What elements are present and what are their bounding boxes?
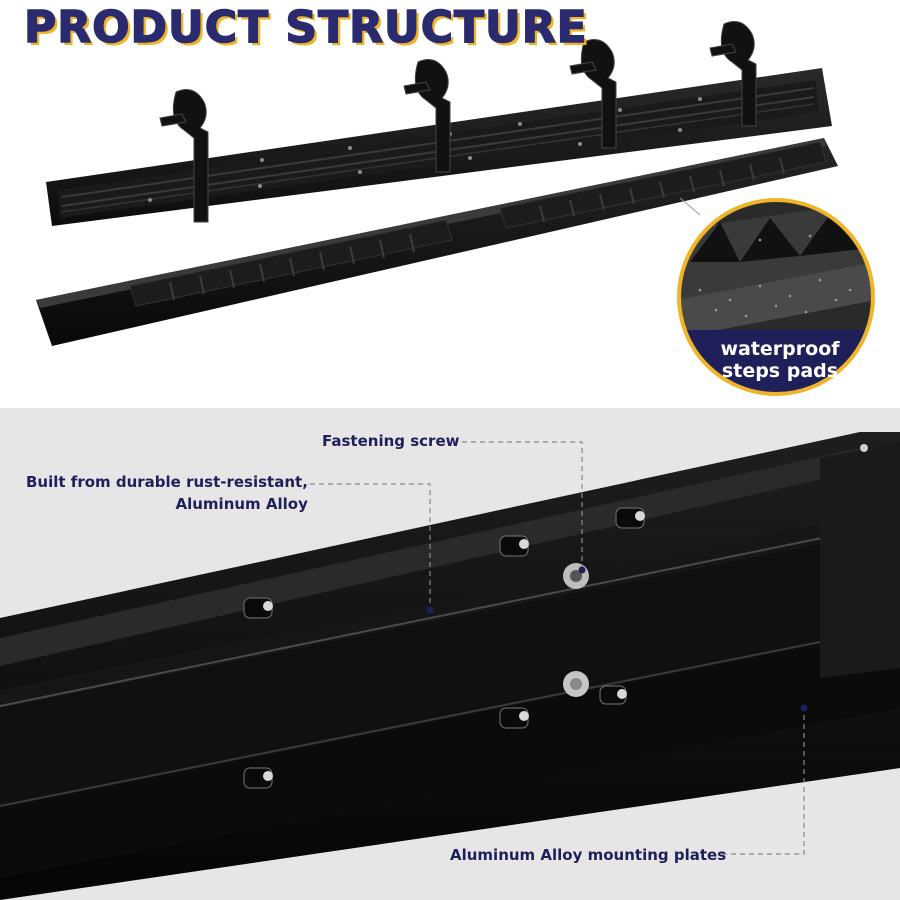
callout-material: Built from durable rust-resistant, Alumi… xyxy=(26,471,308,515)
front-running-board xyxy=(36,138,838,346)
page-title: PRODUCT STRUCTURE xyxy=(23,1,588,54)
callout-leader-lines xyxy=(310,441,805,855)
zoom-inset-label-line1: waterproof xyxy=(720,338,840,360)
callout-material-line1: Built from durable rust-resistant, xyxy=(26,473,308,491)
fastening-screws xyxy=(243,507,645,789)
mounting-brackets xyxy=(159,21,757,223)
waterproof-pads-zoom-inset xyxy=(677,197,875,396)
callout-mounting-plates: Aluminum Alloy mounting plates xyxy=(450,846,727,864)
product-overview-section: PRODUCT STRUCTURE waterproof steps pads xyxy=(0,0,900,410)
zoom-inset-label: waterproof steps pads xyxy=(700,338,860,382)
detail-closeup-section: Fastening screw Built from durable rust-… xyxy=(0,408,900,900)
running-boards-illustration xyxy=(36,21,875,396)
zoom-inset-label-line2: steps pads xyxy=(721,360,839,382)
channel-closeup-illustration xyxy=(0,432,900,900)
callout-material-line2: Aluminum Alloy xyxy=(175,495,308,513)
callout-fastening-screw: Fastening screw xyxy=(322,432,460,450)
callout-markers xyxy=(426,566,808,712)
